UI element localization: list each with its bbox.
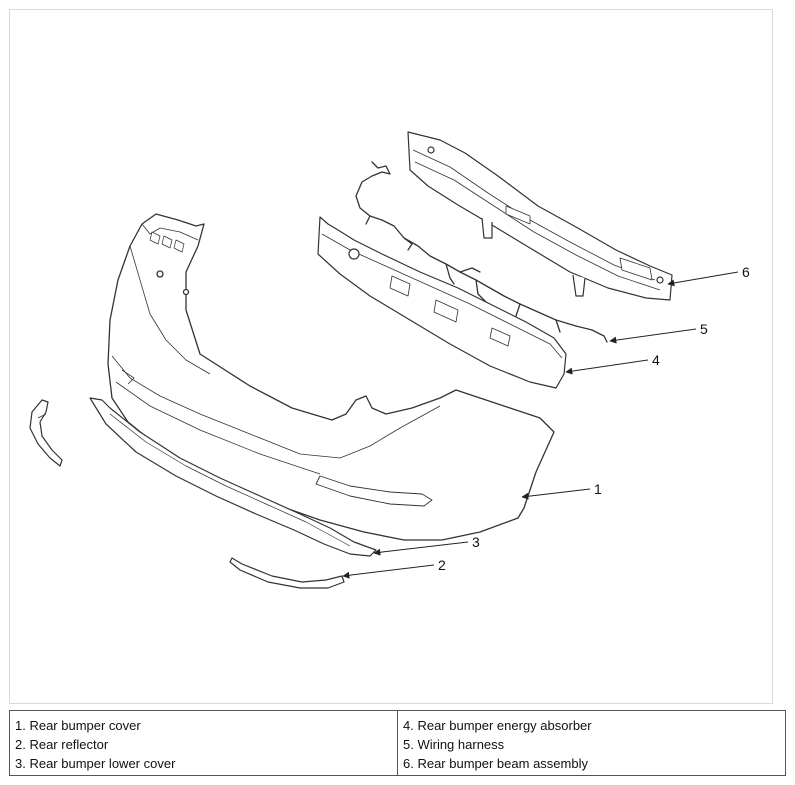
callout-1: 1 — [594, 481, 602, 497]
energy-absorber-part — [317, 216, 567, 389]
rear-reflector-part — [229, 557, 345, 589]
parts-legend-table: 1. Rear bumper cover 2. Rear reflector 3… — [9, 710, 786, 776]
side-bracket-part — [29, 399, 63, 467]
callout-6: 6 — [742, 264, 750, 280]
callout-5: 5 — [700, 321, 708, 337]
legend-item-rear-bumper-cover: 1. Rear bumper cover — [15, 718, 141, 733]
callout-3: 3 — [472, 534, 480, 550]
callout-4: 4 — [652, 352, 660, 368]
wiring-harness-part — [355, 161, 608, 343]
leader-line-4 — [565, 359, 649, 375]
legend-item-beam-assembly: 6. Rear bumper beam assembly — [403, 756, 588, 771]
legend-item-rear-reflector: 2. Rear reflector — [15, 737, 109, 752]
callout-2: 2 — [438, 557, 446, 573]
leader-line-5 — [609, 328, 697, 344]
legend-item-wiring-harness: 5. Wiring harness — [403, 737, 505, 752]
leader-line-2 — [342, 564, 435, 579]
legend-item-energy-absorber: 4. Rear bumper energy absorber — [403, 718, 592, 733]
bumper-cover-part — [107, 213, 555, 541]
leader-line-6 — [667, 271, 739, 287]
legend-column-right: 4. Rear bumper energy absorber 5. Wiring… — [397, 711, 785, 775]
leader-line-1 — [521, 488, 591, 500]
leader-line-3 — [373, 541, 469, 556]
callout-leaders — [342, 271, 739, 579]
legend-column-left: 1. Rear bumper cover 2. Rear reflector 3… — [10, 711, 397, 775]
exploded-diagram-frame: 6 5 4 1 3 2 — [9, 9, 773, 704]
legend-item-lower-cover: 3. Rear bumper lower cover — [15, 756, 176, 771]
bumper-beam-part — [407, 131, 673, 301]
exploded-diagram: 6 5 4 1 3 2 — [29, 131, 750, 589]
